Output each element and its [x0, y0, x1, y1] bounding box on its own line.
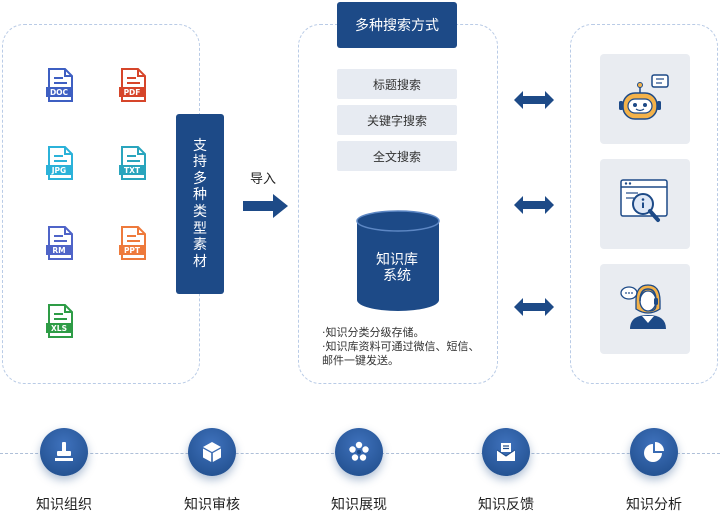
feature-card-robot[interactable]: [600, 54, 690, 144]
search-item-title[interactable]: 标题搜索: [337, 69, 457, 99]
bottom-label: 知识反馈: [478, 497, 534, 513]
bottom-item-organize[interactable]: 知识组织: [14, 428, 114, 514]
bottom-item-feedback[interactable]: 知识反馈: [456, 428, 556, 514]
search-item-keyword[interactable]: 关键字搜索: [337, 105, 457, 135]
file-type-label: PDF: [124, 88, 141, 97]
double-arrow-icon: [514, 298, 554, 316]
bottom-item-analysis[interactable]: 知识分析: [604, 428, 704, 514]
display-circle: [335, 428, 383, 476]
feedback-circle: [482, 428, 530, 476]
file-type-label: RM: [52, 246, 65, 255]
support-types-label: 支持多种类型素材: [193, 137, 207, 270]
source-panel: [2, 24, 200, 384]
browser-search-icon: [620, 179, 668, 222]
jpg-file-icon: JPG: [45, 146, 75, 180]
stamp-icon: [55, 442, 73, 461]
file-type-label: TXT: [124, 166, 141, 175]
kb-notes: ·知识分类分级存储。 ·知识库资料可通过微信、短信、 邮件一键发送。: [322, 326, 494, 368]
support-types-box: 支持多种类型素材: [176, 114, 224, 294]
search-item-fulltext[interactable]: 全文搜索: [337, 141, 457, 171]
rm-file-icon: RM: [45, 226, 75, 260]
pie-chart-icon: [644, 442, 664, 462]
bottom-item-review[interactable]: 知识审核: [162, 428, 262, 514]
analysis-circle: [630, 428, 678, 476]
import-label: 导入: [250, 172, 277, 187]
kb-note: ·知识分类分级存储。: [322, 326, 425, 339]
robot-chat-icon: [619, 74, 669, 120]
bottom-label: 知识组织: [36, 497, 92, 513]
search-methods-title: 多种搜索方式: [337, 2, 457, 48]
double-arrow-icon: [514, 196, 554, 214]
bottom-item-display[interactable]: 知识展现: [309, 428, 409, 514]
organize-circle: [40, 428, 88, 476]
kb-note: ·知识库资料可通过微信、短信、: [322, 340, 480, 353]
review-circle: [188, 428, 236, 476]
database-cylinder-icon: [356, 210, 440, 311]
feature-card-search[interactable]: [600, 159, 690, 249]
bottom-label: 知识分析: [626, 497, 682, 513]
envelope-icon: [496, 443, 516, 461]
kb-note: 邮件一键发送。: [322, 354, 399, 367]
kb-label-line1: 知识库: [376, 252, 418, 268]
txt-file-icon: TXT: [118, 146, 148, 180]
double-arrow-icon: [514, 91, 554, 109]
pdf-file-icon: PDF: [118, 68, 148, 102]
kb-label-line2: 系统: [383, 268, 411, 284]
file-type-label: XLS: [51, 324, 67, 333]
feature-card-agent[interactable]: [600, 264, 690, 354]
file-type-label: DOC: [50, 88, 69, 97]
bottom-label: 知识展现: [331, 497, 387, 513]
knowledge-base-label: 知识库 系统: [356, 252, 438, 284]
ppt-file-icon: PPT: [118, 226, 148, 260]
cube-icon: [203, 442, 221, 462]
import-arrow-icon: [243, 194, 288, 218]
bottom-label: 知识审核: [184, 497, 240, 513]
headset-agent-icon: [620, 284, 666, 329]
doc-file-icon: DOC: [45, 68, 75, 102]
file-type-label: PPT: [124, 246, 141, 255]
file-type-label: JPG: [51, 166, 66, 175]
xls-file-icon: XLS: [45, 304, 75, 338]
flower-icon: [349, 441, 369, 461]
